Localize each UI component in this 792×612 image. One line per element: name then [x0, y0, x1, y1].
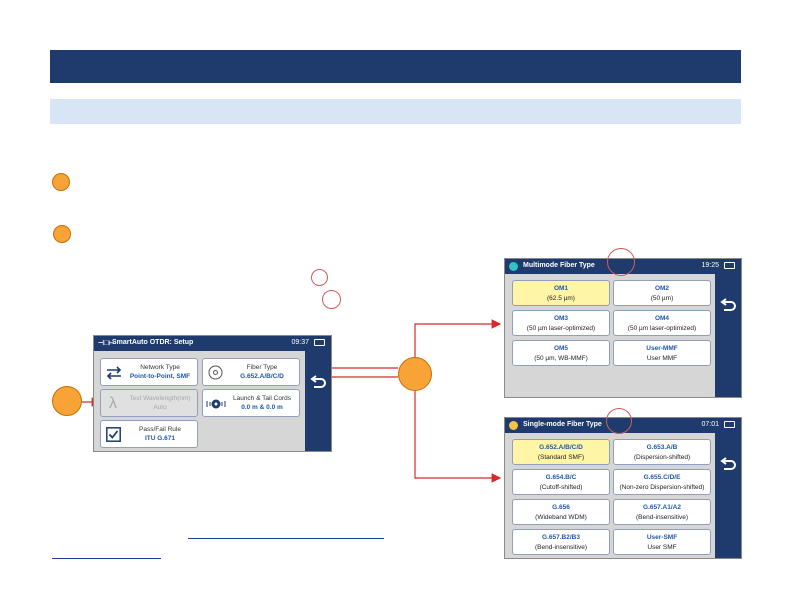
option-desc: (Dispersion-shifted): [633, 454, 691, 461]
launch-tail-value: 0.0 m & 0.0 m: [241, 404, 283, 411]
callout-marker-2: [53, 225, 71, 243]
option-om3[interactable]: OM3 (50 µm laser-optimized): [512, 310, 610, 336]
disc-icon: [509, 421, 518, 430]
checkbox-icon: [106, 427, 121, 442]
option-g657-a[interactable]: G.657.A1/A2 (Bend-insensitive): [613, 499, 711, 525]
fiber-type-value: G.652.A/B/C/D: [240, 373, 284, 380]
swap-arrows-icon: [106, 366, 122, 380]
singlemode-title: Single-mode Fiber Type: [523, 421, 602, 428]
option-desc: (50 µm laser-optimized): [627, 325, 697, 332]
hyperlink-underline-2[interactable]: [52, 558, 161, 559]
network-type-label: Network Type: [140, 364, 180, 371]
battery-icon: [724, 262, 735, 269]
option-om4[interactable]: OM4 (50 µm laser-optimized): [613, 310, 711, 336]
option-name: G.657.A1/A2: [643, 504, 681, 511]
multimode-screen: Multimode Fiber Type 19:25 OM1 (62.5 µm)…: [504, 258, 742, 398]
option-g653[interactable]: G.653.A/B (Dispersion-shifted): [613, 439, 711, 465]
back-arrow-icon[interactable]: [718, 296, 738, 316]
cord-reel-icon: [206, 399, 226, 409]
option-desc: User MMF: [646, 355, 678, 362]
option-g655[interactable]: G.655.C/D/E (Non-zero Dispersion-shifted…: [613, 469, 711, 495]
option-desc: (Bend-insensitive): [635, 514, 689, 521]
disc-icon: [509, 262, 518, 271]
callout-marker-3: [52, 386, 82, 416]
option-desc: (50 µm): [650, 295, 674, 302]
network-type-button[interactable]: Network Type Point-to-Point, SMF: [100, 358, 198, 386]
setup-title: SmartAuto OTDR: Setup: [112, 339, 194, 346]
pass-fail-label: Pass/Fail Rule: [139, 426, 181, 433]
option-desc: (50 µm, WB-MMF): [534, 355, 588, 362]
option-name: OM3: [553, 315, 569, 322]
multimode-title: Multimode Fiber Type: [523, 262, 595, 269]
option-g652[interactable]: G.652.A/B/C/D (Standard SMF): [512, 439, 610, 465]
network-type-value: Point-to-Point, SMF: [129, 373, 191, 380]
option-desc: (50 µm laser-optimized): [526, 325, 596, 332]
option-om5[interactable]: OM5 (50 µm, WB-MMF): [512, 340, 610, 366]
option-name: User-SMF: [646, 534, 678, 541]
setup-titlebar: ⊣□⊢ SmartAuto OTDR: Setup 09:37: [94, 336, 331, 351]
test-wavelength-button[interactable]: λ Test Wavelength(nm) Auto: [100, 389, 198, 417]
fiber-circle-icon: [208, 365, 223, 380]
option-desc: (Non-zero Dispersion-shifted): [619, 484, 705, 491]
option-g657-b[interactable]: G.657.B2/B3 (Bend-insensitive): [512, 529, 610, 555]
option-desc: (Standard SMF): [537, 454, 585, 461]
pass-fail-button[interactable]: Pass/Fail Rule ITU G.671: [100, 420, 198, 448]
singlemode-screen: Single-mode Fiber Type 07:01 G.652.A/B/C…: [504, 417, 742, 559]
singlemode-sidebar: [715, 433, 741, 558]
multimode-sidebar: [715, 274, 741, 397]
battery-icon: [724, 421, 735, 428]
test-wavelength-label: Test Wavelength(nm): [129, 395, 191, 402]
option-name: G.656: [552, 504, 570, 511]
option-name: G.653.A/B: [646, 444, 678, 451]
fiber-type-button[interactable]: Fiber Type G.652.A/B/C/D: [202, 358, 300, 386]
section-header-bar: [50, 50, 741, 83]
option-name: G.654.B/C: [545, 474, 577, 481]
option-g654[interactable]: G.654.B/C (Cutoff-shifted): [512, 469, 610, 495]
pass-fail-value: ITU G.671: [145, 435, 175, 442]
back-arrow-icon[interactable]: [718, 455, 738, 475]
ring-marker-multimode: [607, 248, 635, 276]
option-user-smf[interactable]: User-SMF User SMF: [613, 529, 711, 555]
option-name: G.655.C/D/E: [643, 474, 681, 481]
setup-sidebar: [305, 351, 331, 451]
option-name: OM5: [553, 345, 569, 352]
fiber-type-label: Fiber Type: [246, 364, 278, 371]
ring-marker-1: [311, 269, 328, 286]
option-name: OM1: [553, 285, 569, 292]
option-name: G.652.A/B/C/D: [539, 444, 583, 451]
ring-marker-singlemode: [606, 408, 632, 434]
callout-marker-1: [52, 173, 70, 191]
setup-time: 09:37: [291, 339, 309, 346]
option-desc: (Wideband WDM): [535, 514, 587, 521]
option-desc: User SMF: [647, 544, 677, 551]
launch-tail-button[interactable]: Launch & Tail Cords 0.0 m & 0.0 m: [202, 389, 300, 417]
singlemode-time: 07:01: [701, 421, 719, 428]
setup-screen: ⊣□⊢ SmartAuto OTDR: Setup 09:37 Network …: [93, 335, 332, 452]
option-desc: (Cutoff-shifted): [539, 484, 583, 491]
launch-tail-label: Launch & Tail Cords: [232, 395, 292, 402]
callout-marker-4: [398, 357, 432, 391]
multimode-time: 19:25: [701, 262, 719, 269]
option-om2[interactable]: OM2 (50 µm): [613, 280, 711, 306]
battery-icon: [314, 339, 325, 346]
option-om1[interactable]: OM1 (62.5 µm): [512, 280, 610, 306]
option-name: OM2: [654, 285, 670, 292]
subsection-header-bar: [50, 99, 741, 124]
lambda-icon: λ: [109, 395, 117, 412]
ring-marker-2: [322, 290, 341, 309]
option-desc: (Bend-insensitive): [534, 544, 588, 551]
option-name: OM4: [654, 315, 670, 322]
option-name: User-MMF: [646, 345, 678, 352]
back-arrow-icon[interactable]: [308, 373, 328, 393]
test-wavelength-value: Auto: [153, 404, 167, 411]
otdr-icon: ⊣□⊢: [98, 340, 115, 347]
option-g656[interactable]: G.656 (Wideband WDM): [512, 499, 610, 525]
option-name: G.657.B2/B3: [542, 534, 580, 541]
option-user-mmf[interactable]: User-MMF User MMF: [613, 340, 711, 366]
option-desc: (62.5 µm): [547, 295, 575, 302]
hyperlink-underline-1[interactable]: [188, 538, 384, 539]
